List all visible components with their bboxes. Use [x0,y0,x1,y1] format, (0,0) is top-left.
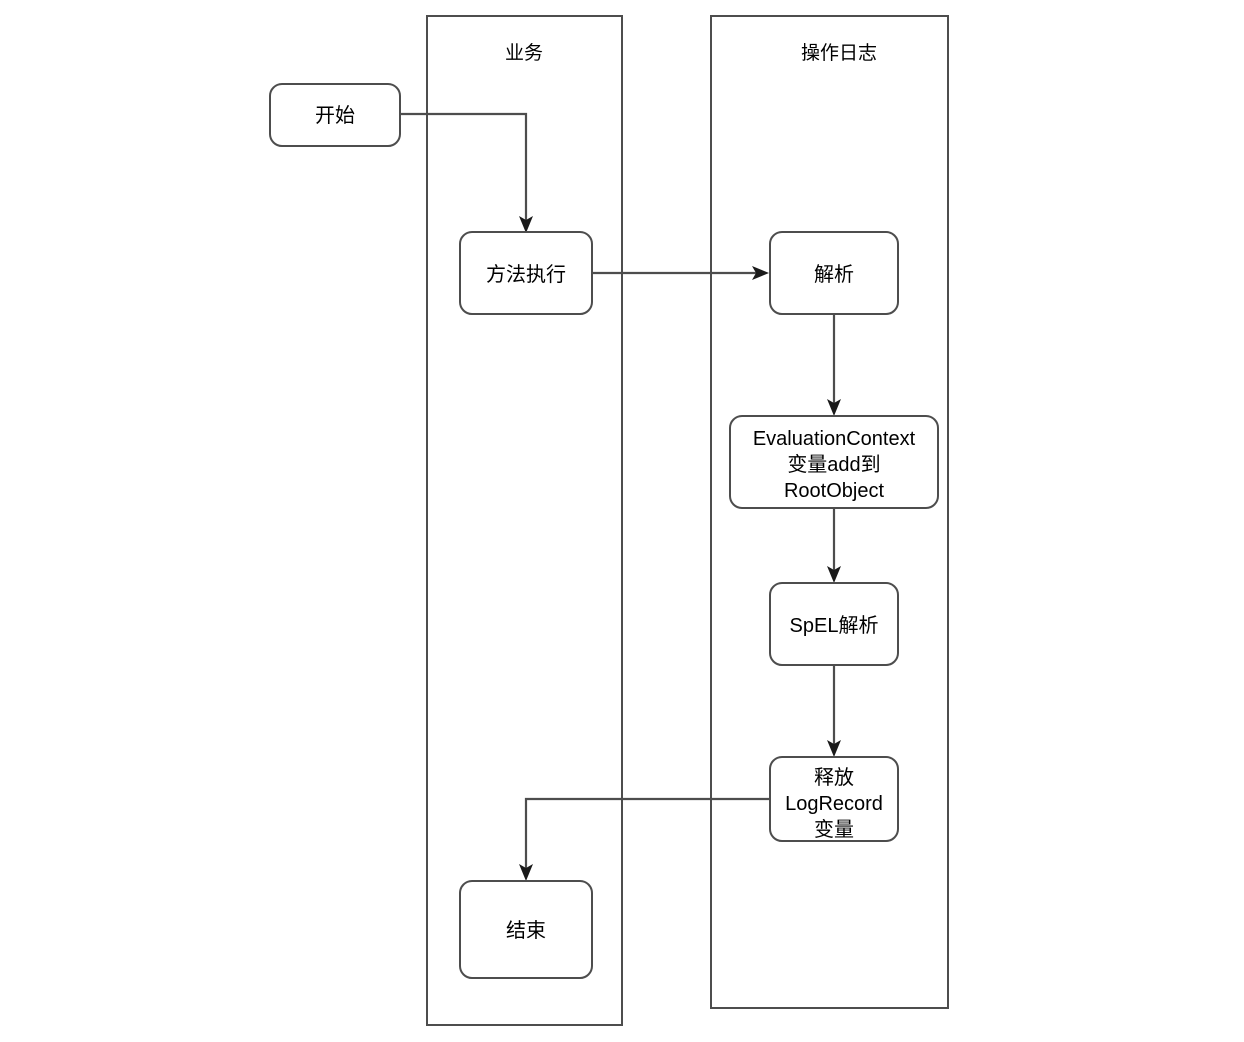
node-evaluation-context-rect [729,415,939,509]
edge-start-to-method-exec[interactable] [400,112,533,233]
node-evaluation-context-label-line1: EvaluationContext [753,428,916,450]
node-end-label: 结束 [506,919,546,942]
lane-business-label: 业务 [505,42,543,64]
edge-release-logrecord-to-end[interactable] [519,797,770,881]
node-start-label: 开始 [315,104,355,127]
edge-start-to-method-exec-line [400,112,528,224]
lane-operation-log-label: 操作日志 [801,42,877,64]
node-parse-label: 解析 [814,263,854,286]
node-evaluation-context-label-line2: 变量add到 [787,453,880,476]
node-start[interactable]: 开始 [269,83,401,147]
edge-parse-to-evaluation-context[interactable] [827,314,841,416]
edge-release-logrecord-to-end-arrowhead [519,864,533,881]
node-method-exec-rect [459,231,593,315]
edge-evaluation-context-to-spel-parse[interactable] [827,508,841,583]
node-end[interactable]: 结束 [459,880,593,979]
edge-method-exec-to-parse[interactable] [592,266,769,280]
edge-start-to-method-exec-arrowhead [519,216,533,233]
node-spel-parse[interactable]: SpEL解析 [769,582,899,666]
edge-spel-parse-to-release-logrecord-arrowhead [827,740,841,757]
node-end-rect [459,880,593,979]
node-spel-parse-label: SpEL解析 [790,614,879,637]
node-release-logrecord-label-line1: 释放 [814,766,854,789]
node-method-exec-label: 方法执行 [486,263,566,286]
node-method-exec[interactable]: 方法执行 [459,231,593,315]
lane-business-rect [426,15,623,1026]
node-release-logrecord[interactable]: 释放 LogRecord 变量 [769,756,899,842]
node-spel-parse-rect [769,582,899,666]
node-release-logrecord-label-line3: 变量 [814,818,854,841]
node-release-logrecord-label-line2: LogRecord [785,793,883,815]
node-release-logrecord-rect [769,756,899,842]
node-parse[interactable]: 解析 [769,231,899,315]
node-start-rect [269,83,401,147]
edge-method-exec-to-parse-arrowhead [752,266,769,280]
lane-operation-log[interactable]: 操作日志 [710,15,949,1009]
node-evaluation-context[interactable]: EvaluationContext 变量add到 RootObject [729,415,939,509]
lane-business[interactable]: 业务 [426,15,623,1026]
edge-evaluation-context-to-spel-parse-arrowhead [827,566,841,583]
edge-parse-to-evaluation-context-arrowhead [827,399,841,416]
edge-spel-parse-to-release-logrecord[interactable] [827,665,841,757]
lane-operation-log-rect [710,15,949,1009]
node-evaluation-context-label-line3: RootObject [784,480,884,502]
edge-release-logrecord-to-end-line [524,797,770,872]
node-parse-rect [769,231,899,315]
